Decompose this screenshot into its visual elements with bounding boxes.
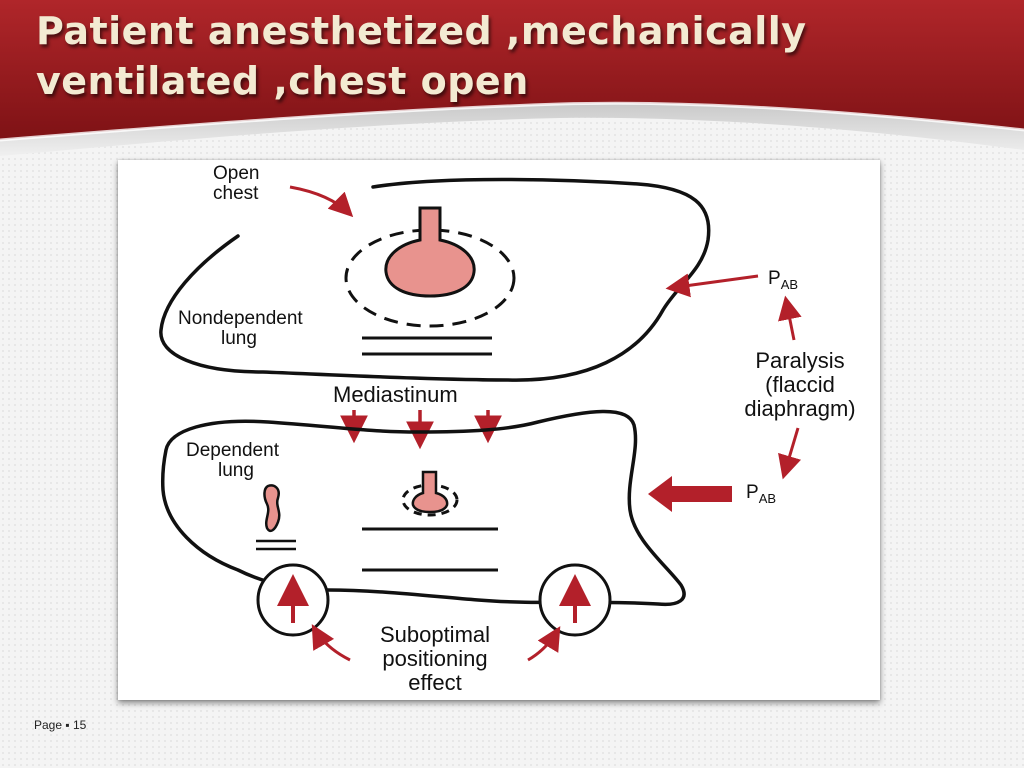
nondependent-hemithorax-outline: [159, 177, 711, 382]
open-chest-label-1: Open: [213, 163, 259, 184]
dependent-label-1: Dependent: [186, 440, 280, 461]
pab-bottom-main: P: [746, 482, 759, 503]
paralysis-label-3: diaphragm): [744, 396, 855, 421]
dependent-hemithorax-outline: [161, 409, 686, 607]
page-label: Page: [34, 718, 63, 732]
paralysis-down-arrow: [778, 427, 802, 480]
open-chest-arrow: [289, 185, 354, 218]
title-line-2: ventilated ,chest open: [36, 59, 529, 103]
suboptimal-left-arrow: [311, 624, 351, 662]
slide-title: Patient anesthetized ,mechanically venti…: [36, 6, 996, 106]
pab-top-label: PAB: [768, 268, 798, 292]
paralysis-label-1: Paralysis: [755, 348, 844, 373]
suboptimal-right-arrow: [527, 626, 561, 662]
pab-top-sub: AB: [781, 277, 798, 292]
open-chest-label-2: chest: [213, 183, 259, 204]
suboptimal-label-2: positioning: [382, 646, 487, 671]
page-footer: Page ▪ 15: [34, 718, 86, 732]
paralysis-up-arrow: [778, 295, 802, 341]
nondependent-dashed-outline: [344, 228, 516, 328]
pab-bottom-big-arrow: [648, 476, 732, 512]
suboptimal-label-1: Suboptimal: [380, 622, 490, 647]
nondependent-label-1: Nondependent: [178, 308, 303, 329]
nondependent-lung-shape: [384, 206, 476, 298]
pab-top-arrow: [665, 273, 759, 298]
pab-bottom-sub: AB: [759, 491, 776, 506]
title-line-1: Patient anesthetized ,mechanically: [36, 9, 807, 53]
page-separator: ▪: [65, 718, 70, 732]
header-banner: [0, 0, 1024, 156]
nondependent-label-2: lung: [221, 328, 257, 349]
pab-top-main: P: [768, 268, 781, 289]
page-number: 15: [72, 718, 87, 732]
lateral-decubitus-diagram: Open chest Nondependent lung Mediastinum…: [159, 163, 856, 695]
pab-bottom-label: PAB: [746, 482, 776, 506]
dependent-center-lung: [411, 470, 449, 514]
diagram-figure: Open chest Nondependent lung Mediastinum…: [118, 160, 880, 700]
suboptimal-label-3: effect: [408, 670, 461, 695]
mediastinum-label: Mediastinum: [333, 382, 458, 407]
dependent-lung-small: [263, 484, 281, 533]
paralysis-label-2: (flaccid: [765, 372, 835, 397]
dependent-label-2: lung: [218, 460, 254, 481]
